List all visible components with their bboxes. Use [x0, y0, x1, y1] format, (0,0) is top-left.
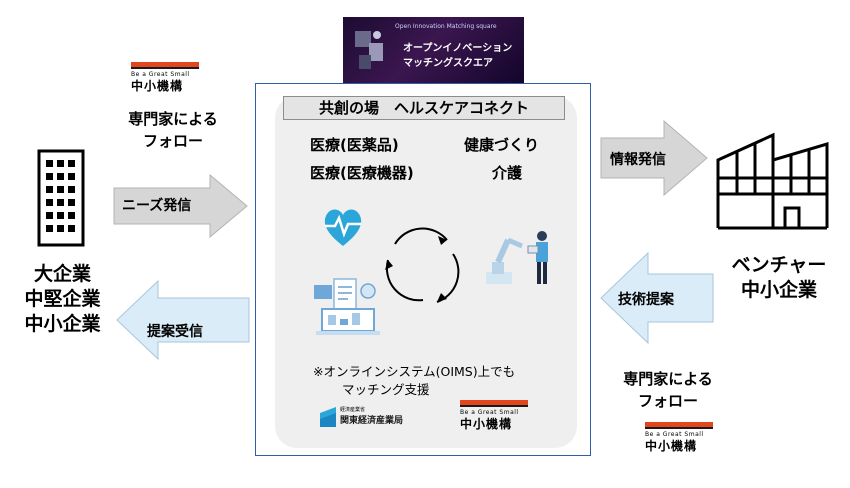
kanto-meti-emblem-icon [320, 407, 336, 427]
office-documents-icon [314, 278, 380, 335]
needs-arrow-label: ニーズ発信 [122, 198, 192, 214]
oims-note-line2: マッチング支援 [342, 382, 430, 397]
banner-subtitle: Open Innovation Matching square [395, 23, 497, 30]
large-companies-label: 大企業 中堅企業 中小企業 [5, 262, 120, 337]
tech-proposal-arrow [600, 252, 714, 344]
company-line1: 大企業 [33, 263, 91, 285]
banner-line2: マッチングスクエア [403, 58, 493, 69]
company-line2: 中堅企業 [24, 288, 101, 310]
smrj-logo-right: Be a Great Small 中小機構 [645, 422, 717, 454]
logo-name: 中小機構 [131, 79, 184, 93]
field-health-promotion: 健康づくり [464, 136, 540, 154]
robot-arm-icon [486, 231, 548, 284]
tech-proposal-label: 技術提案 [618, 292, 674, 308]
venture-companies-label: ベンチャー 中小企業 [720, 253, 838, 303]
logo-name: 中小機構 [645, 439, 698, 453]
right-expert-follow-label: 専門家による フォロー [598, 368, 738, 412]
info-dispatch-label: 情報発信 [610, 152, 666, 168]
venture-line2: 中小企業 [740, 279, 817, 301]
banner-line1: オープンイノベーション [403, 43, 513, 54]
expert-line2: フォロー [142, 132, 203, 150]
inner-panel [275, 96, 577, 448]
logo-name: 中小機構 [460, 417, 513, 431]
left-expert-follow-label: 専門家による フォロー [103, 108, 243, 152]
field-pharma: 医療(医薬品) [310, 136, 399, 154]
company-line3: 中小企業 [24, 313, 101, 335]
proposal-received-arrow [116, 280, 250, 360]
info-dispatch-arrow [600, 120, 708, 196]
heart-monitor-icon [324, 209, 362, 246]
logo-tagline: Be a Great Small [645, 431, 704, 438]
logo-tagline: Be a Great Small [460, 409, 519, 416]
factory-icon [716, 132, 829, 230]
matching-square-banner: Open Innovation Matching square オープンイノベー… [343, 17, 524, 87]
proposal-received-label: 提案受信 [147, 324, 203, 340]
field-nursing-care: 介護 [492, 164, 523, 182]
expert-line1: 専門家による [128, 110, 218, 128]
expert-line2: フォロー [637, 392, 698, 410]
needs-arrow [113, 174, 248, 238]
kanto-tag: 経済産業省 [340, 407, 366, 413]
healthcare-connect-title: 共創の場 ヘルスケアコネクト [283, 96, 565, 120]
kanto-name: 関東経済産業局 [340, 416, 404, 426]
oims-note-line1: ※オンラインシステム(OIMS)上でも [313, 364, 516, 379]
logo-tagline: Be a Great Small [131, 71, 190, 78]
cycle-arrows-icon [385, 227, 460, 303]
expert-line1: 専門家による [623, 370, 713, 388]
smrj-logo: Be a Great Small 中小機構 [131, 62, 203, 94]
field-medical-devices: 医療(医療機器) [310, 164, 414, 182]
smrj-logo-center: Be a Great Small 中小機構 [460, 400, 532, 432]
venture-line1: ベンチャー [731, 254, 827, 276]
building-icon [37, 149, 85, 247]
kanto-meti-logo: 経済産業省 関東経済産業局 [318, 405, 433, 433]
